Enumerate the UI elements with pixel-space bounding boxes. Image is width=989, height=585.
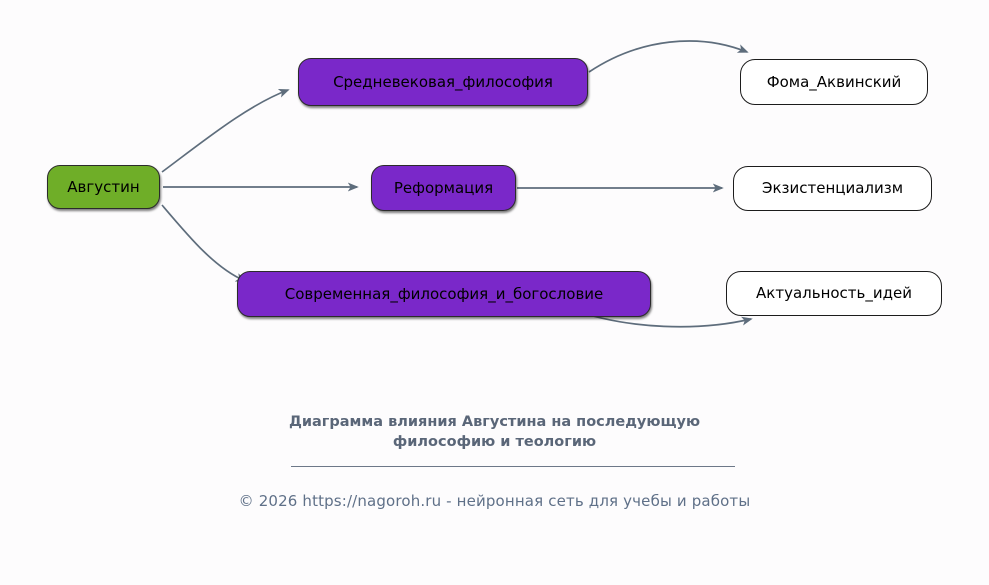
node-reformation[interactable]: Реформация	[371, 165, 516, 211]
node-relevance[interactable]: Актуальность_идей	[726, 271, 942, 316]
footer-credit: © 2026 https://nagoroh.ru - нейронная се…	[238, 492, 751, 510]
node-modern[interactable]: Современная_философия_и_богословие	[237, 271, 651, 317]
diagram-caption: Диаграмма влияния Августина на последующ…	[0, 413, 989, 452]
node-augustin[interactable]: Августин	[47, 165, 160, 209]
node-medieval[interactable]: Средневековая_философия	[298, 58, 588, 106]
caption-line-1: Диаграмма влияния Августина на последующ…	[288, 414, 701, 430]
caption-divider	[291, 466, 735, 467]
edge-augustin-to-modern	[161, 204, 247, 282]
caption-line-2: философию и теологию	[392, 433, 597, 450]
node-aquinas[interactable]: Фома_Аквинский	[740, 59, 928, 105]
node-existential[interactable]: Экзистенциализм	[733, 166, 932, 211]
edge-augustin-to-medieval	[161, 89, 290, 173]
edge-medieval-to-aquinas	[588, 40, 749, 73]
